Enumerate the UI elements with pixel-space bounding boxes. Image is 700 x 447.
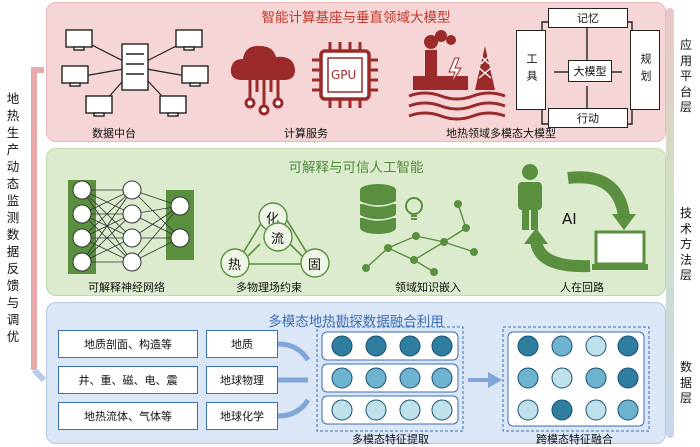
right-label-data: 数据层 (679, 360, 692, 405)
caption-multiphysics: 多物理场约束 (236, 281, 302, 294)
caption-geothermal-model: 地热领域多模态大模型 (446, 127, 556, 140)
physics-node-heat (220, 248, 250, 278)
merge-arrows (277, 341, 311, 419)
left-axis-label: 地热生产动态监测数据反馈与调优 (6, 91, 20, 344)
caption-explainable-nn: 可解释神经网络 (88, 281, 165, 294)
feedback-loop-arrow (31, 67, 46, 383)
ai-label: AI (562, 210, 577, 228)
category-geophysics: 地球物理 (206, 366, 278, 394)
model-plan-box: 规划 (630, 30, 660, 110)
cloud-computing-icon (230, 45, 295, 116)
neural-network-icon (68, 180, 194, 274)
source-geochemistry: 地热流体、气体等 (58, 402, 198, 430)
physics-node-flow (263, 222, 293, 252)
source-geophysics: 井、重、磁、电、震 (58, 366, 198, 394)
knowledge-graph-icon (359, 184, 478, 276)
physics-node-solid (300, 248, 330, 278)
gpu-chip-icon (312, 42, 378, 108)
right-axis-bar (666, 8, 674, 438)
physics-label-flow: 流 (271, 232, 285, 247)
human-in-loop-icon (518, 164, 648, 273)
fusion-arrow (468, 372, 502, 388)
layer-technology (46, 148, 666, 296)
right-label-tech: 技术方法层 (679, 206, 692, 282)
cross-modal-fusion-panel (502, 326, 650, 432)
category-geochemistry: 地球化学 (206, 402, 278, 430)
geothermal-plant-icon (408, 30, 506, 121)
model-plan-label: 规划 (639, 53, 652, 87)
data-center-icon (61, 29, 209, 117)
source-geology: 地质剖面、构造等 (58, 330, 198, 358)
model-center-box: 大模型 (568, 60, 612, 82)
caption-feature-extraction: 多模态特征提取 (352, 433, 429, 446)
layer-title-mid: 可解释与可信人工智能 (288, 160, 424, 176)
caption-compute-service: 计算服务 (284, 127, 328, 140)
physics-label-solid: 固 (308, 258, 322, 273)
caption-cross-modal-fusion: 跨模态特征融合 (536, 433, 613, 446)
right-label-app: 应用平台层 (679, 38, 692, 114)
gpu-label: GPU (331, 68, 357, 82)
layer-title-top: 智能计算基座与垂直领域大模型 (261, 10, 451, 26)
model-action-box: 行动 (548, 108, 628, 128)
model-memory-box: 记忆 (548, 8, 628, 28)
layer-title-bot: 多模态地热勘探数据融合利用 (268, 314, 444, 330)
model-tool-box: 工具 (516, 30, 546, 110)
caption-data-center: 数据中台 (92, 127, 136, 140)
category-geology: 地质 (206, 330, 278, 358)
caption-human-in-loop: 人在回路 (560, 281, 604, 294)
physics-label-heat: 热 (228, 258, 242, 273)
model-tool-label: 工具 (525, 53, 538, 87)
feature-extraction-panel (316, 326, 464, 432)
caption-knowledge-embed: 领域知识嵌入 (395, 281, 461, 294)
